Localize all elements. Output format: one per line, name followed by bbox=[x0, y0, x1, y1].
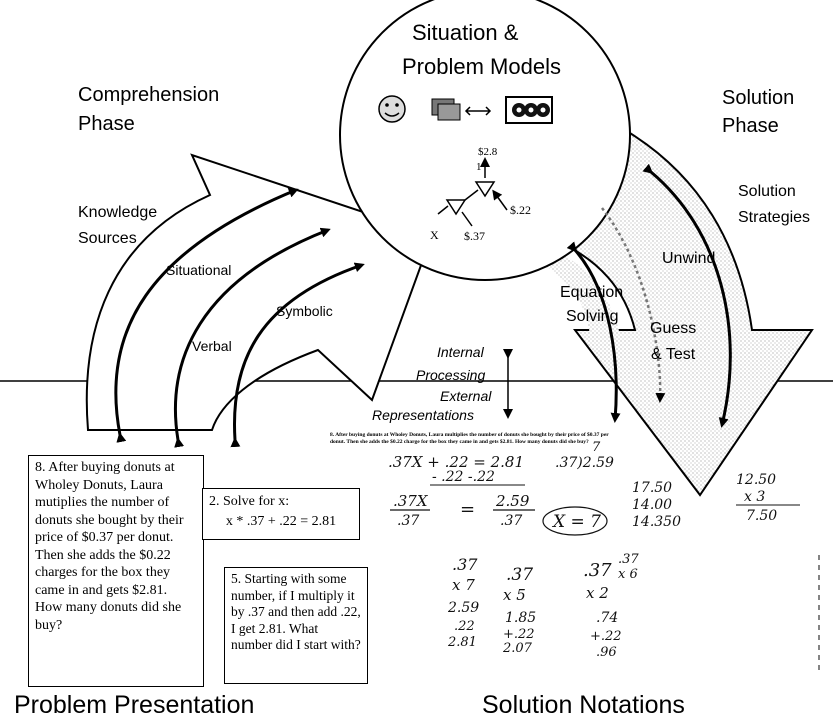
comprehension-title-line1: Comprehension bbox=[78, 84, 219, 106]
mult3-r3: .74 bbox=[596, 610, 618, 626]
external-label-line1: External bbox=[440, 388, 492, 404]
col1-row2: 14.00 bbox=[632, 497, 672, 513]
external-label-line2: Representations bbox=[372, 407, 474, 423]
mult1-r2: x 7 bbox=[452, 576, 475, 594]
solution-title-line2: Phase bbox=[722, 115, 779, 137]
smiley-icon bbox=[378, 95, 406, 123]
knowledge-title-line1: Knowledge bbox=[78, 204, 157, 221]
eq2-equals: = bbox=[460, 499, 475, 520]
symbolic-arrow bbox=[230, 262, 365, 448]
mult2-r5: 2.07 bbox=[502, 641, 533, 656]
mult3-r4: +.22 bbox=[590, 629, 622, 644]
verbal-problem-text: 5. Starting with some number, if I multi… bbox=[231, 571, 361, 652]
internal-label-line1: Internal bbox=[437, 344, 485, 360]
col1-row3: 14.350 bbox=[632, 514, 681, 530]
knowledge-title-line2: Sources bbox=[78, 230, 137, 247]
strategies-title-line1: Solution bbox=[738, 183, 796, 200]
verbal-label: Verbal bbox=[192, 338, 232, 354]
mult2-r1: .37 bbox=[506, 565, 533, 585]
mult3-side-r1: .37 bbox=[618, 552, 639, 567]
mult2-r3: 1.85 bbox=[505, 610, 536, 626]
notation-header-text: 8. After buying donuts at Wholey Donuts,… bbox=[330, 432, 609, 445]
models-title-line1: Situation & bbox=[412, 20, 519, 45]
story-problem-box: 8. After buying donuts at Wholey Donuts,… bbox=[28, 455, 204, 687]
division-quotient: 7 bbox=[592, 440, 601, 455]
situational-arrow bbox=[114, 188, 299, 443]
division-text: .37)2.59 bbox=[555, 455, 614, 471]
eq1-sub-text: - .22 -.22 bbox=[432, 469, 495, 485]
guess-label-line1: Guess bbox=[650, 320, 696, 337]
symbolic-label: Symbolic bbox=[276, 303, 333, 319]
donuts-icon bbox=[505, 96, 553, 124]
eq1-text: .37X + .22 = 2.81 bbox=[388, 453, 524, 471]
symbolic-problem-title: 2. Solve for x: bbox=[209, 494, 290, 509]
verbal-arrow bbox=[174, 227, 331, 448]
col2-row2: x 3 bbox=[744, 489, 765, 505]
equation-arrow bbox=[566, 241, 621, 423]
money-icon bbox=[431, 98, 461, 121]
story-problem-text: 8. After buying donuts at Wholey Donuts,… bbox=[35, 460, 184, 633]
guess-label-line2: & Test bbox=[651, 346, 696, 363]
mult3-r5: .96 bbox=[596, 645, 617, 660]
unwind-arrow bbox=[642, 163, 732, 428]
mult2-r2: x 5 bbox=[503, 586, 526, 604]
eq2-num-left: .37X bbox=[393, 492, 429, 510]
mult3-side-r2: x 6 bbox=[618, 567, 638, 582]
handwritten-notations: .37X + .22 = 2.81 - .22 -.22 .37X .37 = … bbox=[388, 440, 820, 670]
mult1-r4: .22 bbox=[454, 619, 475, 634]
models-title-line2: Problem Models bbox=[402, 54, 561, 79]
verbal-problem-box: 5. Starting with some number, if I multi… bbox=[224, 567, 368, 684]
model-x-label: X bbox=[430, 228, 439, 242]
model-bottom-label: $.37 bbox=[464, 229, 485, 243]
model-right-label: $.22 bbox=[510, 203, 531, 217]
mult1-r5: 2.81 bbox=[447, 635, 477, 650]
col2-row3: 7.50 bbox=[746, 508, 777, 524]
symbolic-problem-box: 2. Solve for x: x * .37 + .22 = 2.81 bbox=[202, 488, 360, 540]
internal-label-line2: Processing bbox=[416, 367, 485, 383]
eq2-den-right: .37 bbox=[500, 513, 522, 529]
answer-text: X = 7 bbox=[551, 512, 601, 532]
solution-title-line1: Solution bbox=[722, 87, 794, 109]
mult3-r2: x 2 bbox=[586, 584, 609, 602]
equation-label-line2: Solving bbox=[566, 308, 618, 325]
model-one-label: 1 bbox=[476, 161, 482, 173]
eq2-num-right: 2.59 bbox=[495, 492, 530, 510]
col1-row1: 17.50 bbox=[632, 480, 672, 496]
models-circle bbox=[339, 0, 631, 281]
symbolic-problem-equation: x * .37 + .22 = 2.81 bbox=[225, 514, 337, 529]
comprehension-title-line2: Phase bbox=[78, 113, 135, 135]
mult3-r1: .37 bbox=[583, 560, 612, 581]
double-arrow-icon bbox=[464, 106, 492, 116]
mult1-r1: .37 bbox=[452, 555, 478, 574]
eq2-den-left: .37 bbox=[397, 513, 419, 529]
model-tree bbox=[437, 157, 508, 227]
unwind-label: Unwind bbox=[662, 250, 715, 267]
situational-label: Situational bbox=[166, 262, 231, 278]
guess-test-arrow bbox=[601, 207, 666, 403]
col2-row1: 12.50 bbox=[736, 472, 776, 488]
model-top-label: $2.8 bbox=[478, 146, 498, 158]
solution-notations-caption: Solution Notations bbox=[482, 691, 685, 719]
equation-label-line1: Equation bbox=[560, 284, 623, 301]
problem-presentation-caption: Problem Presentation bbox=[14, 691, 254, 719]
strategies-title-line2: Strategies bbox=[738, 209, 810, 226]
mult1-r3: 2.59 bbox=[447, 600, 479, 616]
mult2-r4: +.22 bbox=[503, 627, 535, 642]
